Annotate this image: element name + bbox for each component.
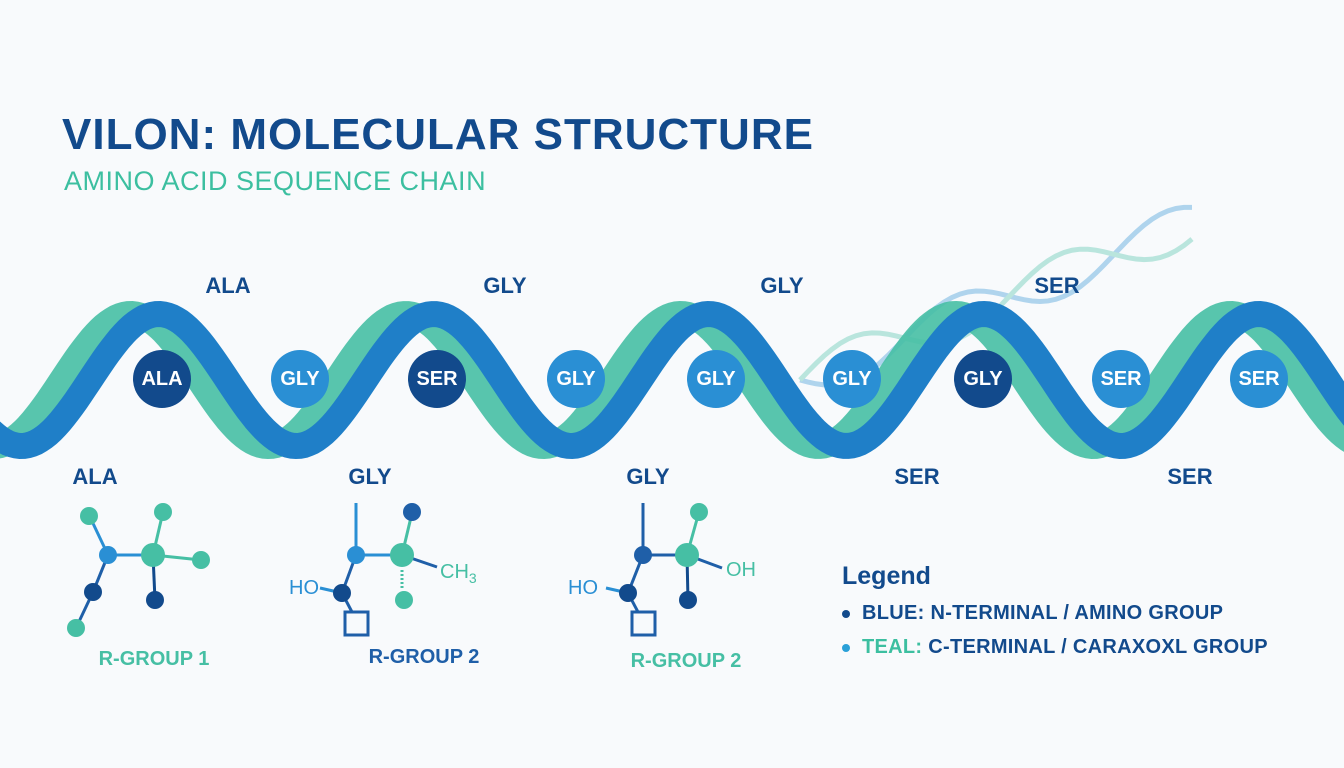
legend-item-teal: TEAL: C-TERMINAL / CARAXOXL GROUP [842, 636, 1268, 659]
molecule-caption: R-GROUP 1 [98, 648, 210, 670]
ribbon-strand [0, 300, 1344, 460]
molecule-caption: R-GROUP 2 [630, 650, 742, 672]
top-label: ALA [205, 273, 251, 298]
bottom-label: ALA [72, 464, 118, 489]
chain-node-gly: GLY [271, 350, 329, 408]
chain-node-gly: GLY [687, 350, 745, 408]
page-title: VILON: MOLECULAR STRUCTURE [62, 110, 814, 159]
hydroxyl-label: OH [726, 559, 756, 581]
top-label: GLY [483, 273, 527, 298]
chain-node-gly: GLY [823, 350, 881, 408]
bottom-label: GLY [626, 464, 670, 489]
legend-dot-icon [842, 609, 850, 618]
chain-node-ser: SER [408, 350, 466, 408]
legend-key: TEAL: [862, 636, 923, 658]
legend-text: C-TERMINAL / CARAXOXL GROUP [922, 636, 1268, 658]
methyl-text: CH [440, 561, 469, 583]
legend-key: BLUE: [862, 602, 925, 624]
methyl-label: CH3 [440, 561, 477, 586]
chain-node-ala: ALA [133, 350, 191, 408]
bottom-label: GLY [348, 464, 392, 489]
hydroxyl-label: HO [568, 577, 598, 599]
legend-dot-icon [842, 643, 850, 652]
page-subtitle: AMINO ACID SEQUENCE CHAIN [64, 166, 487, 196]
molecule-caption: R-GROUP 2 [368, 646, 480, 668]
chain-node-gly: GLY [954, 350, 1012, 408]
top-label: GLY [760, 273, 804, 298]
hydroxyl-label: HO [289, 577, 319, 599]
amino-acid-ribbon [0, 300, 1344, 460]
top-label: SER [1034, 273, 1080, 298]
methyl-subscript: 3 [468, 570, 477, 586]
legend-item-blue: BLUE: N-TERMINAL / AMINO GROUP [842, 602, 1223, 625]
molecule-r-group-1 [67, 503, 210, 637]
chain-node-ser: SER [1092, 350, 1150, 408]
molecule-r-group-2a [319, 503, 438, 637]
chain-node-ser: SER [1230, 350, 1288, 408]
bottom-label: SER [1167, 464, 1213, 489]
legend-text: N-TERMINAL / AMINO GROUP [924, 602, 1224, 624]
ribbon-strand [0, 300, 1344, 460]
bottom-label: SER [894, 464, 940, 489]
chain-node-gly: GLY [547, 350, 605, 408]
legend-title: Legend [842, 562, 931, 590]
molecule-r-group-2b [605, 503, 723, 637]
